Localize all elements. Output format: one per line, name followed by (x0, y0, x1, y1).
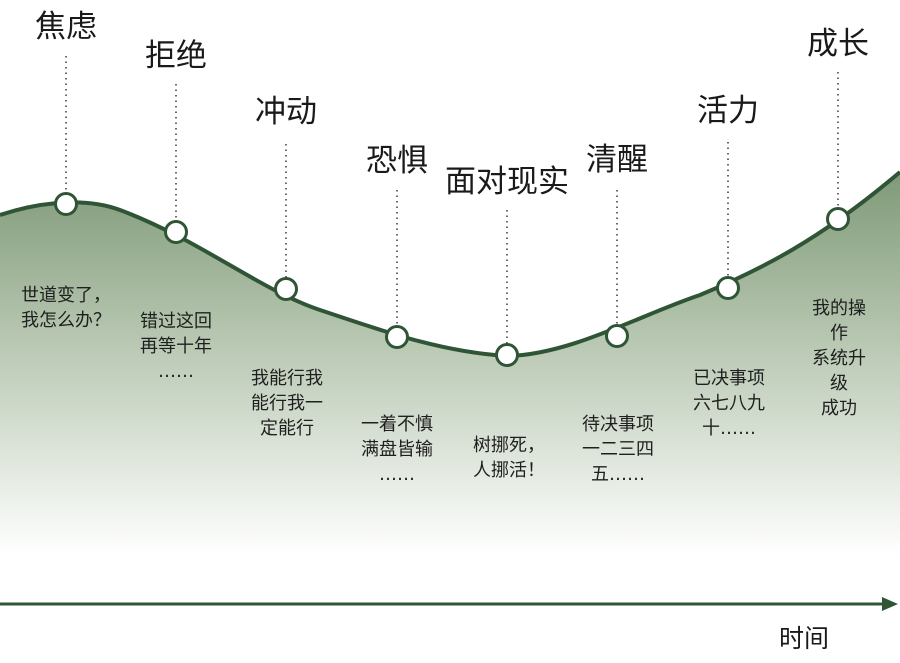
stage-markers (54, 192, 850, 367)
time-axis-label: 时间 (779, 624, 830, 653)
stage-title: 焦虑 (35, 9, 97, 45)
stage-title: 活力 (697, 93, 759, 129)
stage-description: 我能行我 能行我一 定能行 (251, 368, 323, 439)
stage-marker (54, 192, 78, 216)
stage-title: 冲动 (255, 94, 317, 130)
stage-marker (495, 343, 519, 367)
stage-description: 树挪死， 人挪活！ (473, 435, 545, 481)
stage-marker (385, 325, 409, 349)
curve-area-fill (0, 172, 900, 555)
stage-description: 已决事项 六七八九 十…… (693, 368, 765, 439)
stage-marker (274, 277, 298, 301)
stage-description: 待决事项 一二三四 五…… (582, 414, 654, 485)
stage-marker (164, 220, 188, 244)
stage-title: 拒绝 (145, 38, 207, 74)
stage-description: 一着不慎 满盘皆输 …… (361, 414, 433, 485)
time-axis-arrowhead (882, 597, 898, 611)
stage-title: 清醒 (586, 142, 648, 178)
stage-marker (826, 207, 850, 231)
stage-description: 错过这回 再等十年 …… (140, 311, 212, 382)
stage-description: 我的操作 系统升级 成功 (812, 298, 866, 419)
stage-title: 恐惧 (366, 143, 428, 179)
stage-title: 成长 (807, 26, 869, 62)
stage-description: 世道变了， 我怎么办？ (21, 285, 111, 331)
stage-title: 面对现实 (445, 164, 569, 200)
stage-marker (716, 276, 740, 300)
stage-marker (605, 324, 629, 348)
leader-lines (65, 56, 839, 344)
